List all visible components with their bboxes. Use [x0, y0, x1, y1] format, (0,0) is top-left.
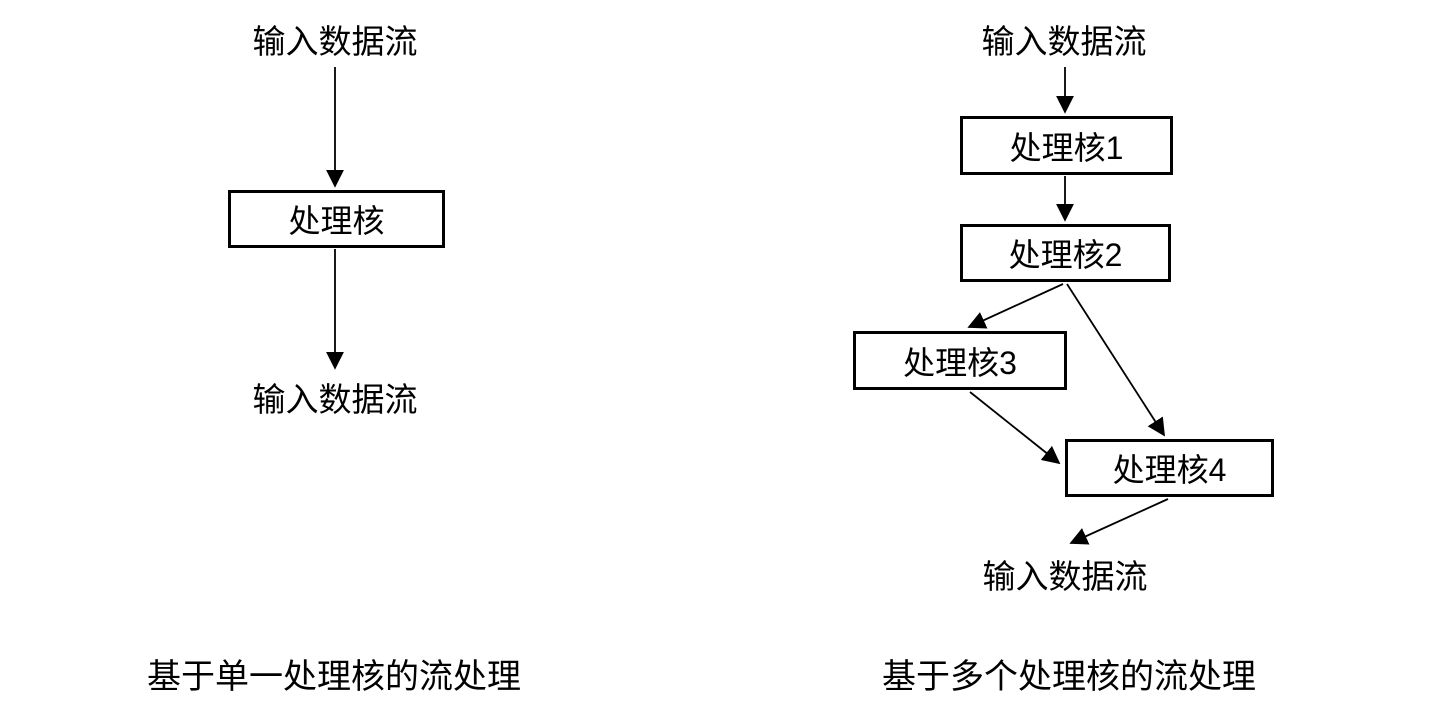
left-input-stream-label: 输入数据流: [252, 23, 418, 60]
core1-node-label: 处理核1: [1009, 129, 1124, 166]
left-diagram-caption: 基于单一处理核的流处理: [147, 658, 521, 696]
core4-node-label: 处理核4: [1112, 452, 1227, 488]
arrow-core3-to-core4: [969, 391, 1061, 465]
left-core-node: 处理核: [228, 190, 445, 248]
arrow-core2-to-core3: [967, 283, 1064, 329]
right-input-stream-label: 输入数据流: [981, 23, 1147, 60]
core1-node: 处理核1: [960, 116, 1173, 175]
core3-node-label: 处理核3: [903, 344, 1017, 381]
right-output-stream-label: 输入数据流: [982, 558, 1148, 595]
left-output-stream-label: 输入数据流: [252, 381, 418, 418]
arrow-core4-to-output: [1069, 498, 1169, 545]
core2-node-label: 处理核2: [1008, 237, 1123, 273]
core2-node: 处理核2: [960, 224, 1171, 282]
left-core-node-label: 处理核: [288, 203, 385, 239]
core3-node: 处理核3: [853, 331, 1067, 390]
arrow-core2-to-core4: [1066, 283, 1165, 437]
core4-node: 处理核4: [1065, 439, 1274, 497]
right-diagram-caption: 基于多个处理核的流处理: [882, 658, 1256, 696]
